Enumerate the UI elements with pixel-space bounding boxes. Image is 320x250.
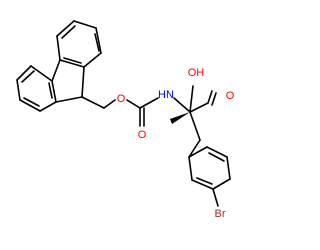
methyl-wedge-bond [170,112,190,124]
acid-carbonyl-oxygen-label: O [226,90,235,102]
bromophenyl-ring [188,139,231,207]
carbonyl-oxygen-label: O [138,129,147,141]
fmoc-linker [81,96,159,127]
ether-oxygen-label: O [117,93,126,105]
bromine-label: Br [215,208,226,220]
fluorene-top-ring [51,20,102,82]
structure-canvas: O O HN OH O Br [16,20,235,220]
hydroxyl-label: OH [188,67,205,79]
fluorene-five-ring [55,66,85,103]
fmoc-alpha-methyl-4-bromophenylalanine-structure: O O HN OH O Br [16,20,235,220]
amide-nh-label: HN [158,89,174,101]
fluorene-left-ring [16,65,57,112]
alpha-carbon-center [170,85,209,141]
carboxylic-acid-group [207,90,217,106]
